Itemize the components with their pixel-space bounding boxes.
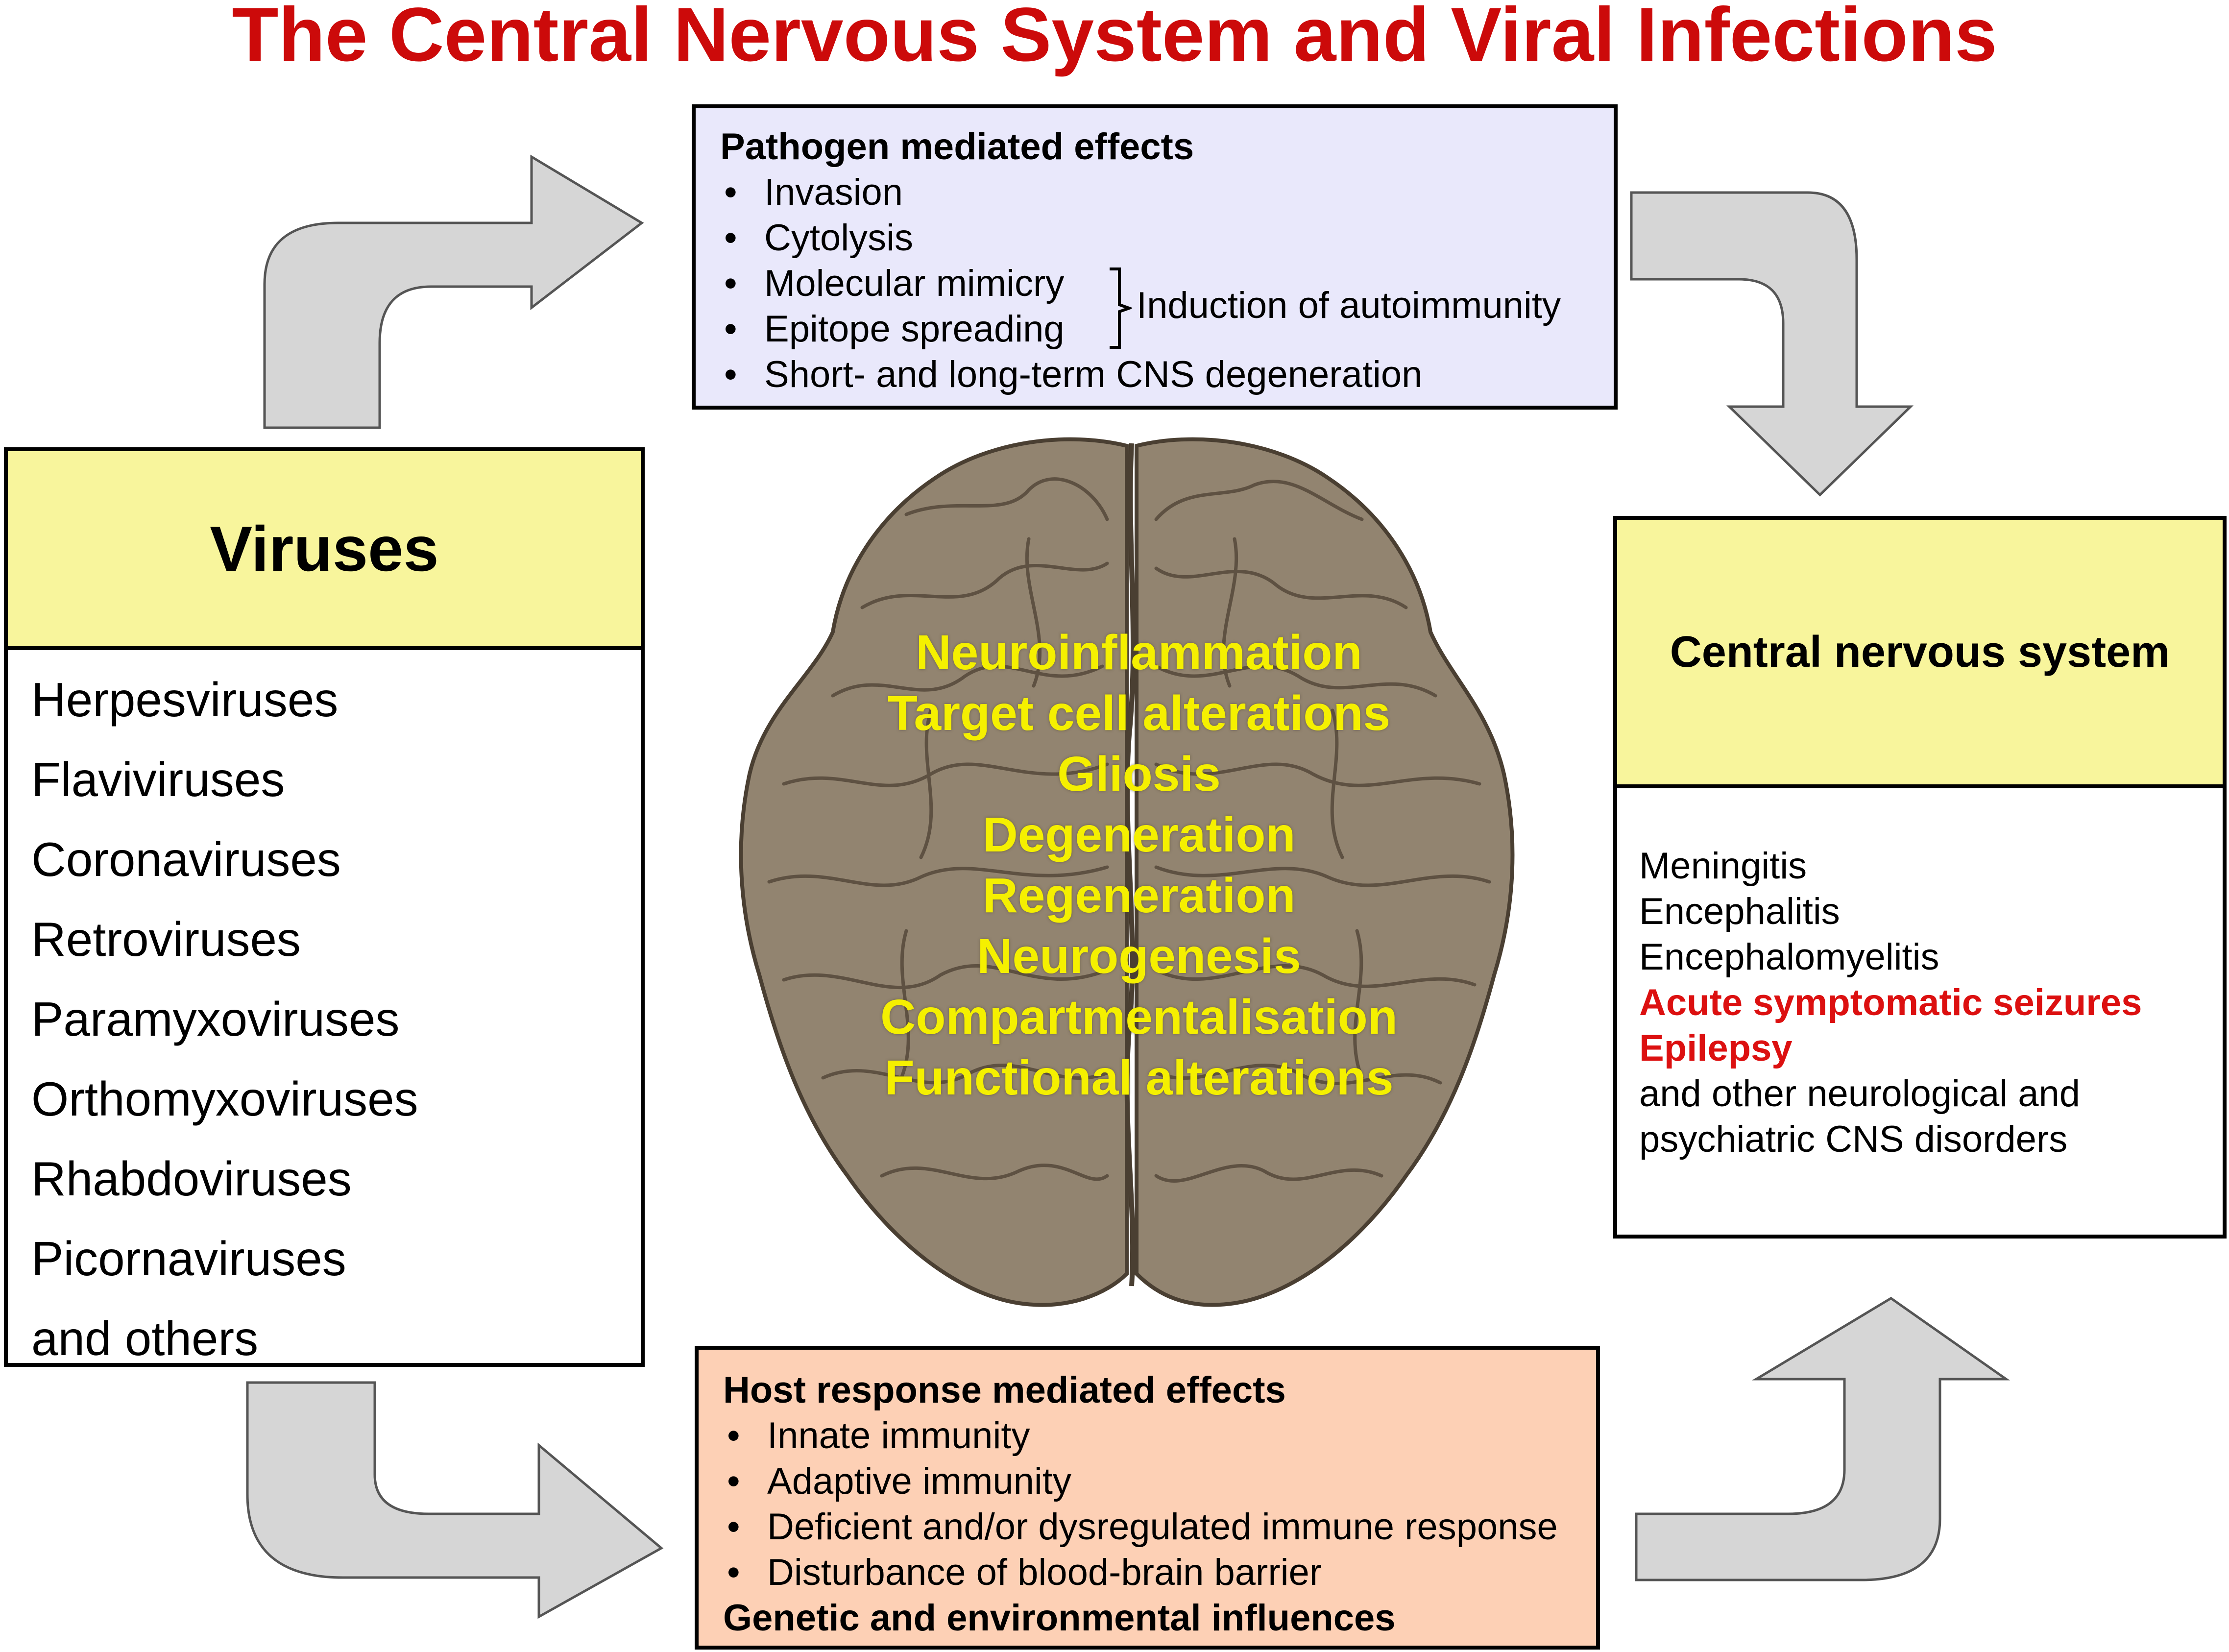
- list-item: Invasion: [720, 170, 1614, 215]
- list-item: Coronaviruses: [31, 832, 341, 886]
- list-item-highlight: Epilepsy: [1639, 1027, 1793, 1069]
- list-item: Paramyxoviruses: [31, 992, 400, 1046]
- list-item: Epitope spreading: [720, 306, 1614, 352]
- list-item: Meningitis: [1639, 845, 1807, 887]
- list-item: Short- and long-term CNS degeneration: [720, 352, 1614, 397]
- viruses-box: Viruses Herpesviruses Flaviviruses Coron…: [4, 447, 645, 1367]
- brain-label: Compartmentalisation: [880, 990, 1398, 1045]
- list-item: Flaviviruses: [31, 753, 285, 806]
- viruses-list: Herpesviruses Flaviviruses Coronaviruses…: [8, 650, 641, 1379]
- brace-icon: [1110, 267, 1132, 349]
- brain-label: Gliosis: [1057, 747, 1221, 802]
- list-item: Picornaviruses: [31, 1232, 346, 1286]
- host-heading: Host response mediated effects: [723, 1369, 1286, 1411]
- list-item: Encephalitis: [1639, 891, 1840, 932]
- list-item: Innate immunity: [723, 1413, 1596, 1458]
- list-item: Adaptive immunity: [723, 1458, 1596, 1504]
- list-item-highlight: Acute symptomatic seizures: [1639, 982, 2142, 1023]
- list-item: Deficient and/or dysregulated immune res…: [723, 1504, 1596, 1550]
- host-effects-box: Host response mediated effects Innate im…: [695, 1346, 1600, 1650]
- arrow-host-to-cns: [1635, 1297, 2010, 1581]
- arrow-viruses-to-pathogen: [263, 154, 644, 429]
- pathogen-list: Invasion Cytolysis: [720, 170, 1614, 261]
- autoimmunity-list: Molecular mimicry Epitope spreading: [720, 261, 1614, 352]
- list-item: Encephalomyelitis: [1639, 936, 1939, 978]
- brain-label: Target cell alterations: [887, 686, 1391, 741]
- list-item: and other neurological and: [1639, 1073, 2081, 1115]
- brain-effects-labels: Neuroinflammation Target cell alteration…: [808, 622, 1470, 1108]
- brain-label: Neuroinflammation: [916, 625, 1362, 680]
- pathogen-list-end: Short- and long-term CNS degeneration: [720, 352, 1614, 397]
- brain-label: Degeneration: [982, 807, 1296, 862]
- list-item: Molecular mimicry: [720, 261, 1614, 306]
- list-item: Retroviruses: [31, 912, 301, 966]
- brain-label: Functional alterations: [884, 1050, 1394, 1105]
- host-footer: Genetic and environmental influences: [723, 1597, 1396, 1639]
- list-item: psychiatric CNS disorders: [1639, 1118, 2068, 1160]
- list-item: Cytolysis: [720, 215, 1614, 261]
- viruses-heading: Viruses: [8, 451, 641, 650]
- cns-box: Central nervous system Meningitis Enceph…: [1613, 516, 2227, 1239]
- brain-label: Regeneration: [982, 868, 1296, 923]
- page-title: The Central Nervous System and Viral Inf…: [232, 0, 1997, 77]
- pathogen-effects-box: Pathogen mediated effects Invasion Cytol…: [692, 104, 1618, 410]
- list-item: Herpesviruses: [31, 673, 339, 727]
- brain-label: Neurogenesis: [977, 929, 1301, 984]
- list-item: Rhabdoviruses: [31, 1152, 352, 1206]
- list-item: and others: [31, 1312, 259, 1365]
- cns-list: Meningitis Encephalitis Encephalomyeliti…: [1617, 788, 2223, 1162]
- host-list: Innate immunity Adaptive immunity Defici…: [723, 1413, 1596, 1595]
- cns-heading: Central nervous system: [1617, 520, 2223, 788]
- pathogen-heading: Pathogen mediated effects: [720, 126, 1194, 168]
- arrow-viruses-to-host: [246, 1381, 664, 1619]
- arrow-pathogen-to-cns: [1630, 191, 1914, 497]
- list-item: Disturbance of blood-brain barrier: [723, 1550, 1596, 1595]
- autoimmunity-label: Induction of autoimmunity: [1137, 285, 1561, 326]
- list-item: Orthomyxoviruses: [31, 1072, 418, 1126]
- autoimmunity-group: Molecular mimicry Epitope spreading Indu…: [720, 261, 1614, 352]
